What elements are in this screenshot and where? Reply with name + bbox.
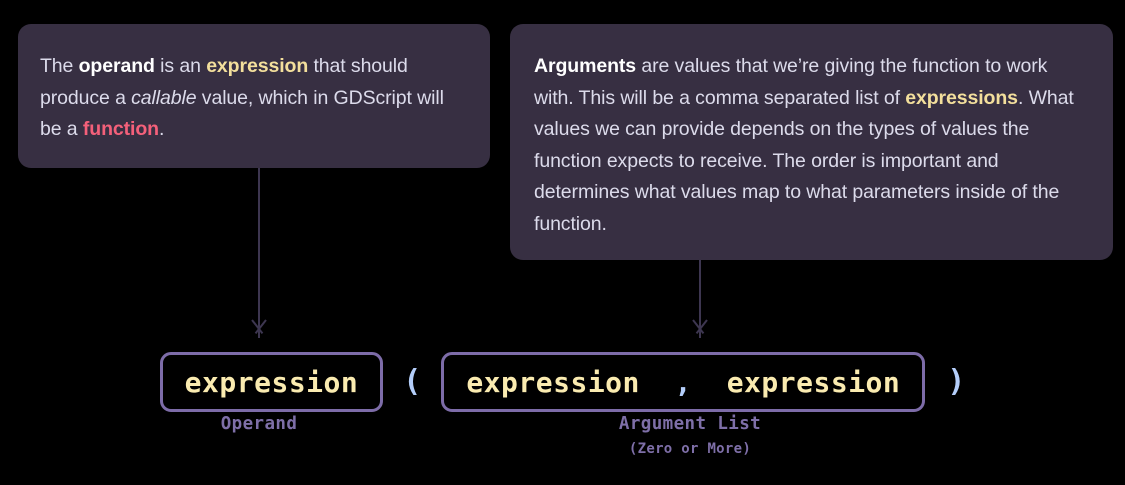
argument-comma: ,: [674, 365, 692, 399]
operand-token: expression: [184, 365, 359, 399]
text-run-expression: expression: [206, 55, 309, 77]
connector-stem: [699, 260, 701, 338]
callout-arguments: Arguments are values that we’re giving t…: [510, 24, 1113, 260]
text-run-that-should: that should produce a: [40, 55, 408, 109]
arrowhead: [247, 320, 271, 334]
connector-stem: [258, 168, 260, 338]
arrow-down-icon-operand: [247, 168, 271, 350]
label-argument-list-main: Argument List: [618, 414, 762, 434]
callout-operand-text: The operand is an expression that should…: [40, 51, 460, 146]
text-run-what-values: . What values we can provide depends on …: [534, 86, 1074, 235]
text-run-function: function: [82, 118, 159, 140]
label-operand-main: Operand: [220, 414, 298, 434]
callout-arguments-text: Arguments are values that we’re giving t…: [534, 51, 1091, 240]
open-paren: (: [403, 364, 422, 399]
argument-token-1: expression: [466, 365, 640, 399]
text-run-callable: callable: [131, 86, 197, 109]
label-operand: Operand: [148, 414, 370, 434]
close-paren: ): [947, 364, 966, 399]
text-run-arguments: Arguments: [534, 55, 637, 77]
argument-token-2: expression: [726, 365, 901, 399]
text-run-expressions: expressions: [905, 86, 1018, 109]
argument-list-box: expression , expression: [441, 352, 926, 412]
text-run-period: .: [158, 118, 165, 140]
label-argument-list: Argument List (Zero or More): [450, 414, 930, 457]
text-run-is-an: is an: [154, 55, 207, 77]
syntax-token-row: expression ( expression , expression ): [0, 352, 1125, 418]
text-run-operand: operand: [78, 55, 155, 77]
operand-box: expression: [159, 352, 384, 412]
argument-separator-2: [692, 366, 727, 399]
text-run-the: The: [40, 55, 79, 77]
text-run-value-which: value, which in GDScript will be a: [40, 86, 444, 141]
text-run-are-values: are values that we’re giving the functio…: [534, 55, 1048, 109]
label-argument-list-sub: (Zero or More): [628, 441, 752, 457]
argument-separator: [640, 366, 675, 399]
arrow-down-icon-arguments: [688, 260, 712, 350]
arrowhead: [688, 320, 712, 334]
callout-operand: The operand is an expression that should…: [18, 24, 490, 168]
